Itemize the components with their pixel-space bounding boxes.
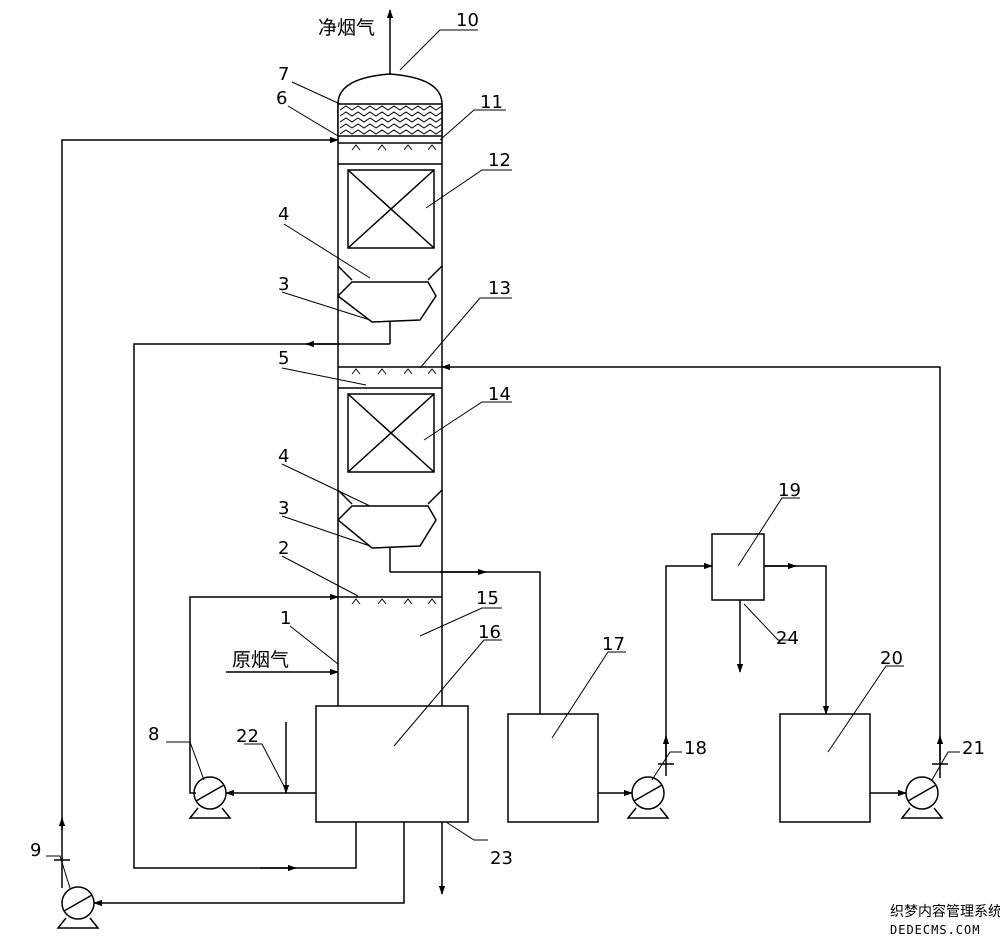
label-7: 7 bbox=[278, 64, 289, 85]
label-1: 1 bbox=[280, 608, 291, 629]
label-22: 22 bbox=[236, 726, 259, 747]
label-18: 18 bbox=[684, 738, 707, 759]
packing-layer-lower bbox=[347, 393, 435, 473]
slurry-tank bbox=[315, 705, 469, 823]
watermark-en: DEDECMS.COM bbox=[890, 923, 980, 937]
pump-8 bbox=[188, 776, 232, 819]
watermark: 织梦内容管理系统 DEDECMS.COM bbox=[890, 903, 1000, 937]
pump-18 bbox=[626, 776, 670, 819]
label-12: 12 bbox=[488, 150, 511, 171]
label-16: 16 bbox=[478, 622, 501, 643]
label-8: 8 bbox=[148, 724, 159, 745]
label-11: 11 bbox=[480, 92, 503, 113]
pump-21 bbox=[900, 776, 944, 819]
label-17: 17 bbox=[602, 634, 625, 655]
label-14: 14 bbox=[488, 384, 511, 405]
pump-9 bbox=[56, 886, 100, 929]
label-21: 21 bbox=[962, 738, 985, 759]
separator-19 bbox=[711, 533, 765, 601]
label-3-lower: 3 bbox=[278, 498, 289, 519]
label-13: 13 bbox=[488, 278, 511, 299]
pipe-network bbox=[54, 9, 948, 907]
demister-layer bbox=[337, 103, 443, 137]
clean-gas-label: 净烟气 bbox=[318, 17, 375, 39]
tank-20 bbox=[779, 713, 871, 823]
packing-layer-upper bbox=[347, 169, 435, 249]
label-24: 24 bbox=[776, 628, 799, 649]
label-5: 5 bbox=[278, 348, 289, 369]
label-2: 2 bbox=[278, 538, 289, 559]
label-10: 10 bbox=[456, 10, 479, 31]
liquid-collector-upper bbox=[336, 265, 443, 344]
watermark-cn: 织梦内容管理系统 bbox=[890, 903, 1000, 920]
label-20: 20 bbox=[880, 648, 903, 669]
label-23: 23 bbox=[490, 848, 513, 869]
label-6: 6 bbox=[276, 88, 287, 109]
raw-gas-label: 原烟气 bbox=[232, 649, 289, 671]
label-9: 9 bbox=[30, 840, 41, 861]
spray-layer-middle bbox=[338, 366, 442, 389]
tower-dome bbox=[337, 73, 443, 105]
label-4-upper: 4 bbox=[278, 204, 289, 225]
leader-lines bbox=[46, 29, 960, 889]
label-group: 净烟气 原烟气 10 7 6 11 12 4 3 13 5 14 4 3 2 1… bbox=[30, 10, 985, 869]
absorption-tower bbox=[337, 73, 443, 706]
liquid-collector-lower bbox=[336, 489, 443, 572]
label-4-lower: 4 bbox=[278, 446, 289, 467]
spray-layer-bottom bbox=[338, 596, 442, 605]
label-19: 19 bbox=[778, 480, 801, 501]
tank-17 bbox=[507, 713, 599, 823]
spray-layer-top bbox=[338, 142, 442, 165]
label-15: 15 bbox=[476, 588, 499, 609]
label-3-upper: 3 bbox=[278, 274, 289, 295]
